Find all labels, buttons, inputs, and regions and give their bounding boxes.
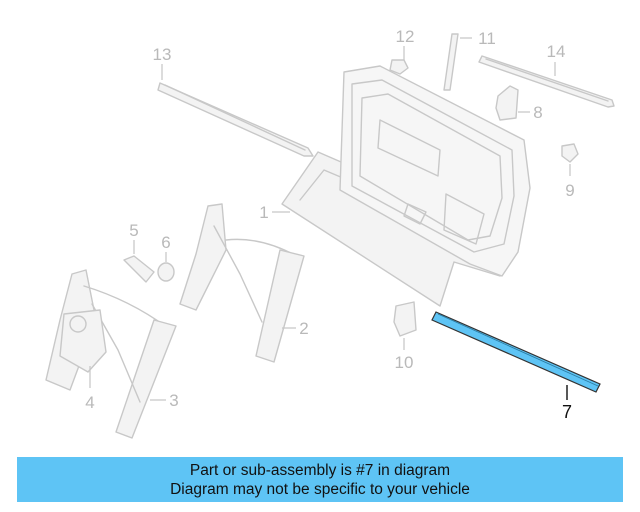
part-info-banner: Part or sub-assembly is #7 in diagram Di… — [17, 457, 623, 502]
part-7-highlighted-rod — [431, 311, 601, 400]
part-9-clip — [561, 143, 579, 176]
callout-4: 4 — [85, 393, 94, 412]
callout-2: 2 — [299, 319, 308, 338]
banner-line-1: Part or sub-assembly is #7 in diagram — [189, 462, 451, 479]
callout-5: 5 — [129, 221, 138, 240]
callout-8: 8 — [533, 103, 542, 122]
callout-12: 12 — [396, 27, 415, 46]
callout-1: 1 — [259, 203, 268, 222]
callout-9: 9 — [565, 181, 574, 200]
callout-7: 7 — [562, 402, 572, 422]
part-11-rod — [443, 33, 472, 91]
part-4-motor — [59, 309, 107, 388]
part-14-strip — [478, 55, 615, 108]
callout-6: 6 — [161, 233, 170, 252]
callout-14: 14 — [547, 42, 566, 61]
banner-line-2: Diagram may not be specific to your vehi… — [170, 481, 470, 498]
parts-diagram: 13 12 11 14 8 9 1 5 6 2 10 3 4 7 — [45, 27, 615, 439]
callout-13: 13 — [153, 45, 172, 64]
callout-3: 3 — [169, 391, 178, 410]
part-5-bracket — [123, 240, 155, 283]
part-13-strip — [157, 64, 314, 157]
callout-11: 11 — [478, 29, 496, 48]
part-12-clip — [389, 46, 409, 75]
callout-10: 10 — [395, 353, 414, 372]
part-1-door-glass-and-frame — [272, 65, 531, 307]
part-10-clip — [393, 301, 417, 350]
part-2-regulator — [179, 203, 305, 363]
part-6-grommet — [157, 252, 175, 282]
part-8-bracket — [495, 85, 530, 121]
